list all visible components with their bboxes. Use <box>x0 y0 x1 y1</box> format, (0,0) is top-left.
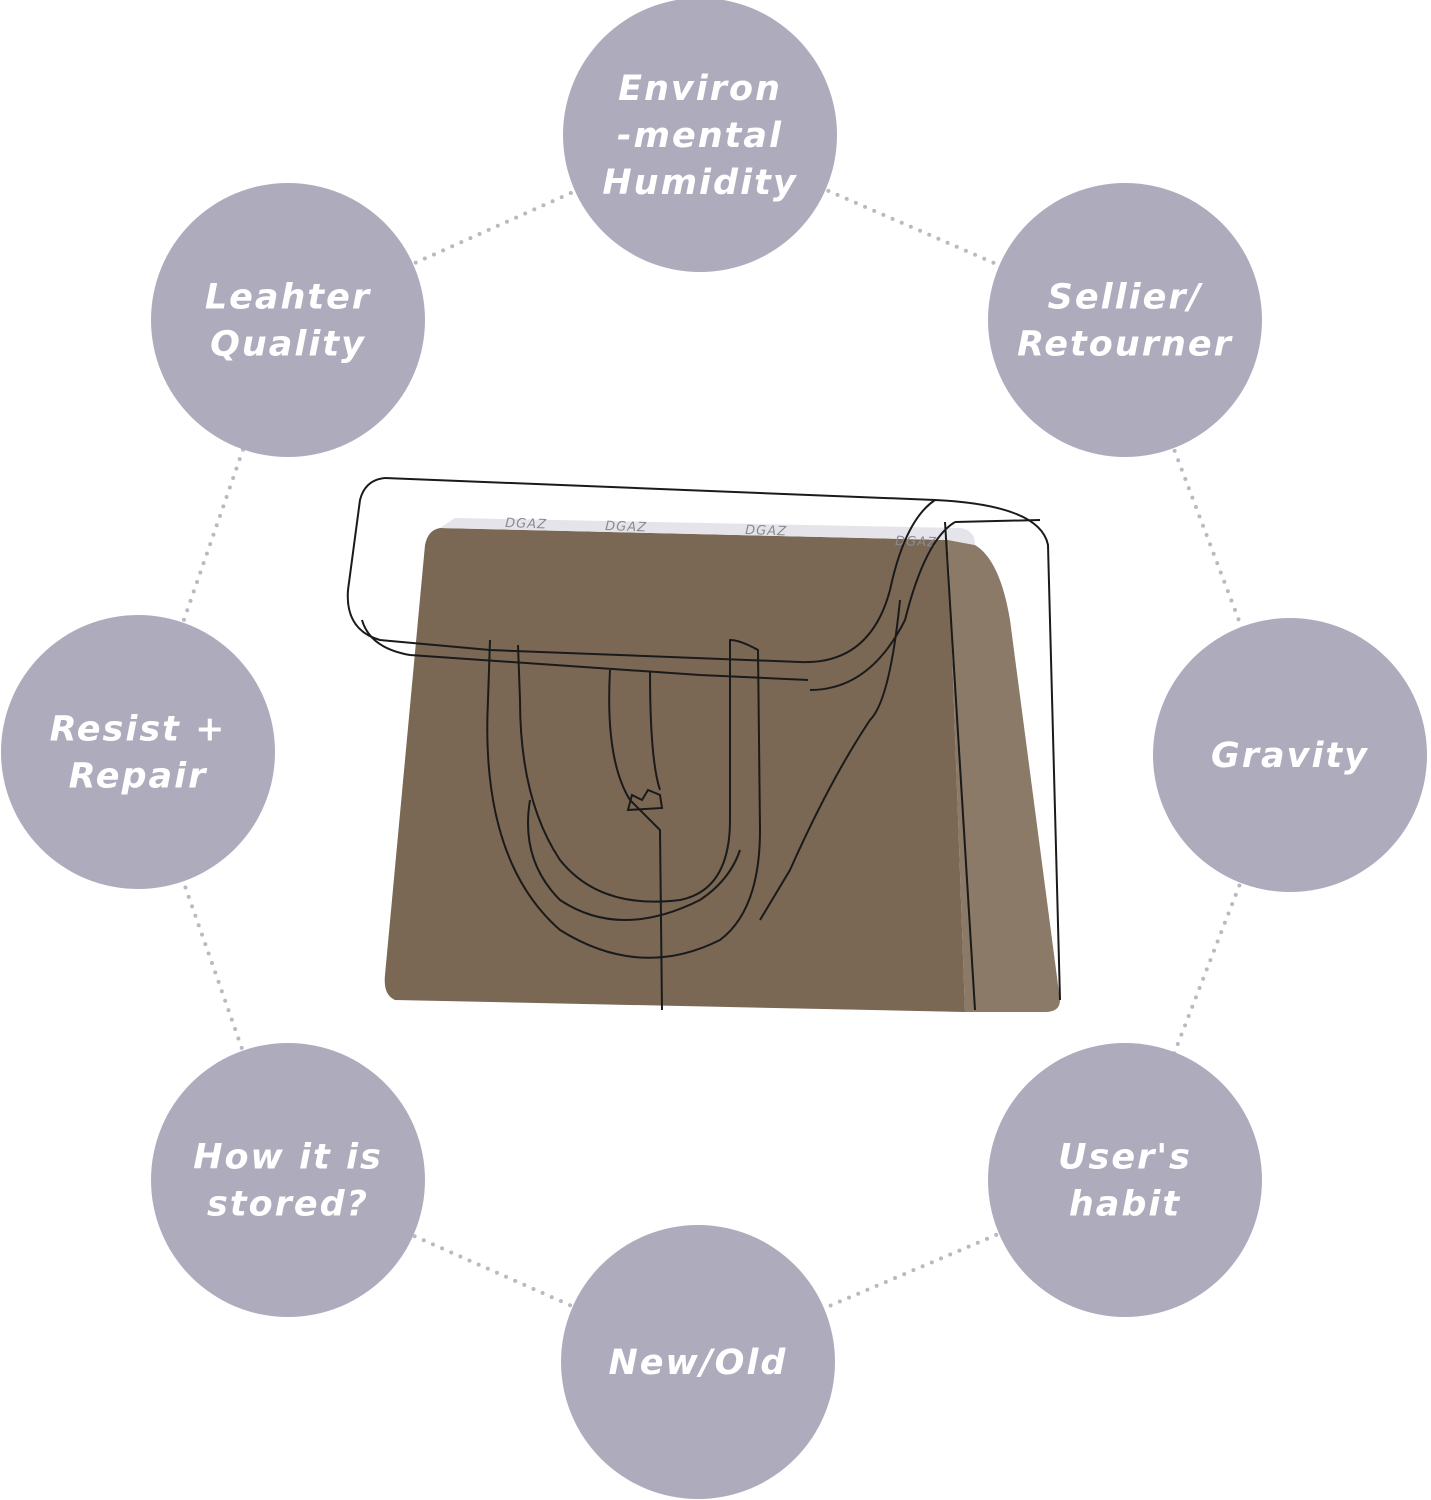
circle-shape <box>1153 618 1427 892</box>
factor-label: Humidity <box>602 163 797 203</box>
factor-label: Quality <box>210 325 366 365</box>
factor-label: Gravity <box>1211 736 1369 776</box>
factor-label: Repair <box>69 757 209 797</box>
circle-shape <box>151 1043 425 1317</box>
factor-label: User's <box>1058 1138 1192 1178</box>
factor-circle: Gravity <box>1153 618 1427 892</box>
circle-shape <box>1 615 275 889</box>
circle-shape <box>988 1043 1262 1317</box>
bag-front-face <box>384 528 965 1012</box>
brand-logo-text: DGAZ <box>505 516 547 532</box>
dotted-connector <box>698 133 1127 322</box>
circle-shape <box>561 1225 835 1499</box>
bag-outline <box>346 477 1061 1011</box>
circle-shape <box>151 183 425 457</box>
factor-label: Sellier/ <box>1048 278 1204 318</box>
factor-circle: Sellier/Retourner <box>988 183 1262 457</box>
brand-logo-text: DGAZ <box>605 519 647 535</box>
circle-shape <box>563 0 837 272</box>
factor-circle: New/Old <box>561 1225 835 1499</box>
factor-circle: Resist + Repair <box>1 615 275 889</box>
factor-circle: User's habit <box>988 1043 1262 1317</box>
factor-label: habit <box>1069 1185 1181 1225</box>
factor-circle: How it is stored? <box>151 1043 425 1317</box>
factor-label: New/Old <box>609 1343 788 1383</box>
circle-shape <box>988 183 1262 457</box>
factor-label: How it is <box>193 1138 383 1178</box>
factor-label: Environ <box>618 69 782 109</box>
factor-label: stored? <box>207 1185 369 1225</box>
bag-side-face <box>948 540 1060 1012</box>
factor-label: -mental <box>617 116 783 156</box>
factor-label: Resist + <box>50 710 227 750</box>
factor-label: Retourner <box>1017 325 1234 365</box>
factor-label: Leahter <box>205 278 372 318</box>
bag-top-strip <box>440 518 975 545</box>
brand-logo-text: DGAZ <box>745 523 787 539</box>
